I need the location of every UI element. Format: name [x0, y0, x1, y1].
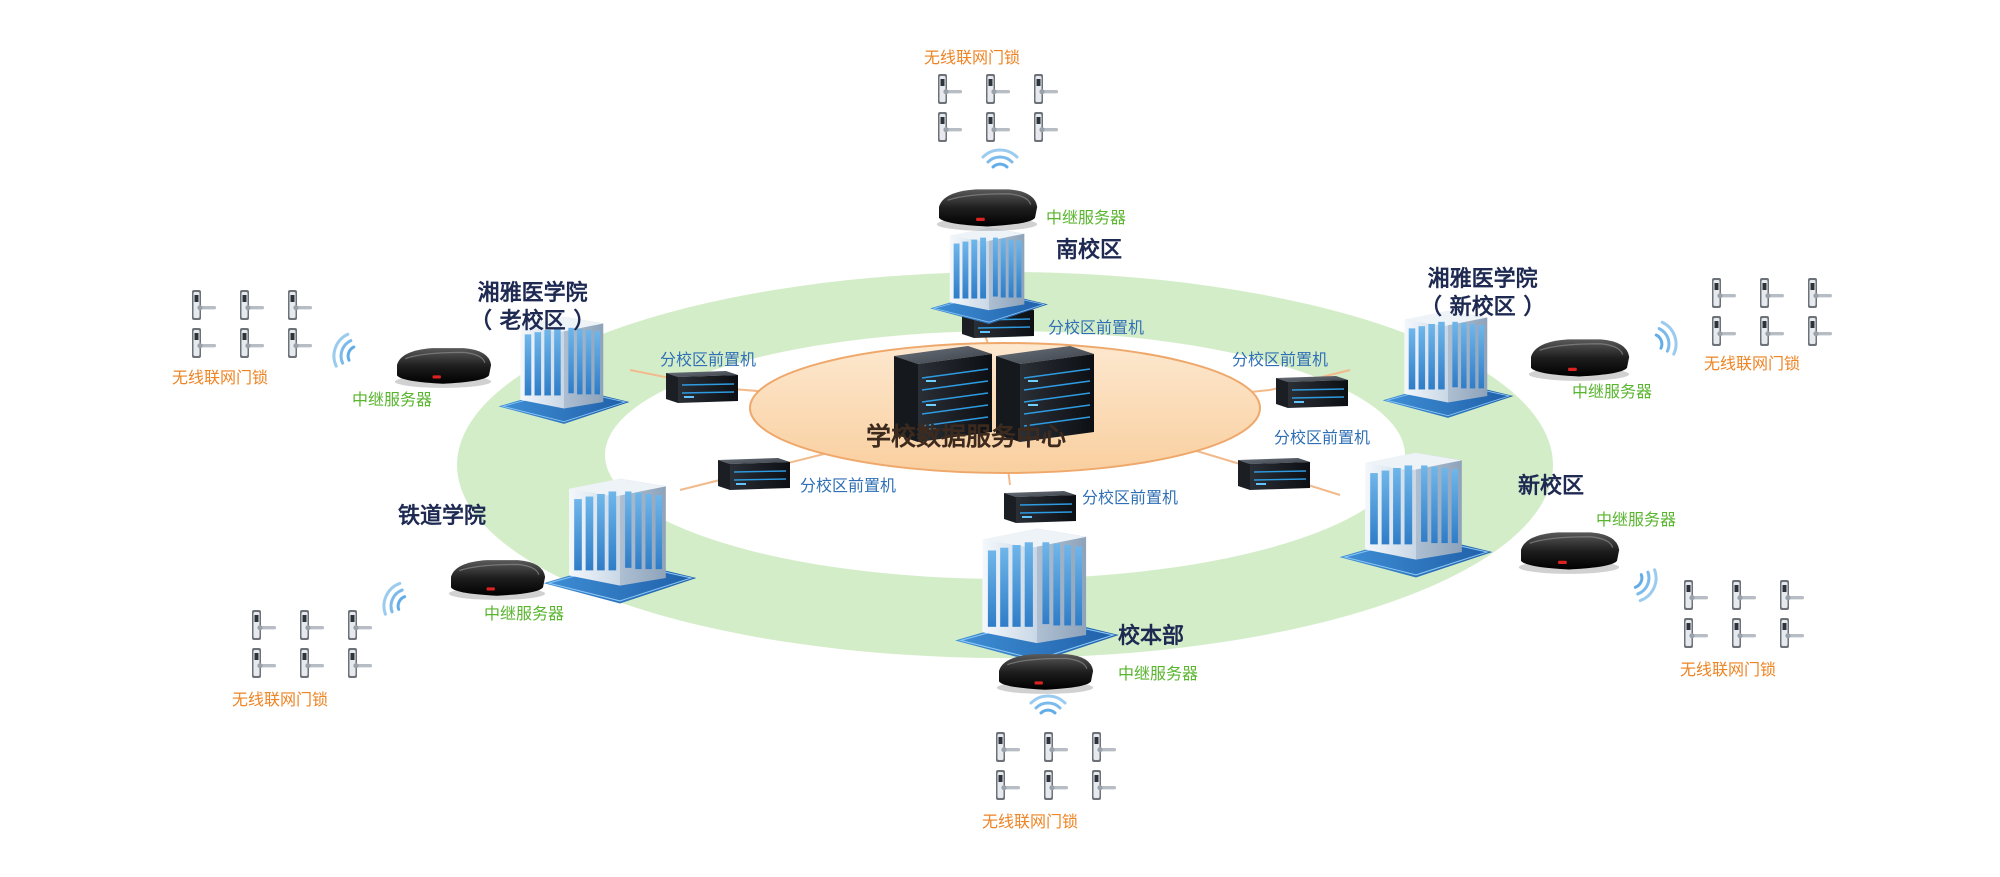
lock-group-xiangya-new: [1712, 278, 1832, 346]
relay-router-railway-icon: [448, 559, 546, 601]
wifi-main-icon: [1029, 694, 1067, 715]
campus-label-xiangya-new-line1: 湘雅医学院: [1427, 267, 1538, 292]
campus-label-new: 新校区: [1518, 474, 1585, 499]
front-server-xiangya-new-icon: [1275, 375, 1349, 409]
relay-router-xiangya-old-icon: [394, 347, 492, 389]
relay-router-main-icon: [996, 653, 1094, 695]
relay-router-xiangya-new-icon: [1528, 338, 1630, 382]
relay-router-south-icon: [936, 188, 1038, 232]
branch-label-new: 分校区前置机: [1274, 428, 1371, 447]
branch-label-railway: 分校区前置机: [800, 476, 897, 495]
relay-label-railway: 中继服务器: [484, 604, 565, 623]
campus-label-main: 校本部: [1118, 624, 1185, 649]
campus-label-xiangya-old-line1: 湘雅医学院: [477, 281, 588, 306]
campus-label-xiangya-new: 湘雅医学院 （ 新校区 ）: [1420, 266, 1545, 321]
front-server-new-icon: [1237, 457, 1311, 491]
relay-router-new-icon: [1518, 531, 1620, 575]
lock-label-south: 无线联网门锁: [924, 48, 1021, 67]
front-server-main-icon: [1003, 490, 1077, 524]
relay-label-xiangya-new: 中继服务器: [1572, 382, 1653, 401]
campus-label-south: 南校区: [1056, 238, 1123, 263]
data-center-label: 学校数据服务中心: [866, 422, 1067, 451]
lock-label-main: 无线联网门锁: [982, 812, 1079, 831]
campus-label-railway: 铁道学院: [398, 504, 487, 529]
lock-group-xiangya-old: [192, 290, 312, 358]
wifi-new-icon: [1629, 564, 1663, 606]
lock-label-railway: 无线联网门锁: [232, 690, 329, 709]
relay-label-main: 中继服务器: [1118, 664, 1199, 683]
front-server-old-icon: [665, 370, 739, 404]
relay-label-south: 中继服务器: [1046, 208, 1127, 227]
front-server-railway-icon: [717, 457, 791, 491]
wifi-xiangya-new-icon: [1651, 318, 1682, 360]
campus-label-xiangya-old: 湘雅医学院 （ 老校区 ）: [470, 280, 595, 335]
lock-group-south: [938, 74, 1058, 142]
lock-group-new: [1684, 580, 1804, 648]
branch-label-xiangya-old: 分校区前置机: [660, 350, 757, 369]
branch-label-main: 分校区前置机: [1082, 488, 1179, 507]
lock-label-new: 无线联网门锁: [1680, 660, 1777, 679]
wifi-south-icon: [981, 148, 1019, 169]
lock-group-main: [996, 732, 1116, 800]
branch-label-xiangya-new: 分校区前置机: [1232, 350, 1329, 369]
campus-label-xiangya-new-line2: （ 新校区 ）: [1420, 294, 1546, 320]
campus-label-xiangya-old-line2: （ 老校区 ）: [470, 308, 596, 334]
branch-label-south: 分校区前置机: [1048, 318, 1145, 337]
lock-group-railway: [252, 610, 372, 678]
wifi-railway-icon: [377, 578, 411, 620]
lock-label-xiangya-new: 无线联网门锁: [1704, 354, 1801, 373]
wifi-xiangya-old-icon: [328, 330, 359, 372]
lock-label-xiangya-old: 无线联网门锁: [172, 368, 269, 387]
relay-label-new: 中继服务器: [1596, 510, 1677, 529]
relay-label-xiangya-old: 中继服务器: [352, 390, 433, 409]
